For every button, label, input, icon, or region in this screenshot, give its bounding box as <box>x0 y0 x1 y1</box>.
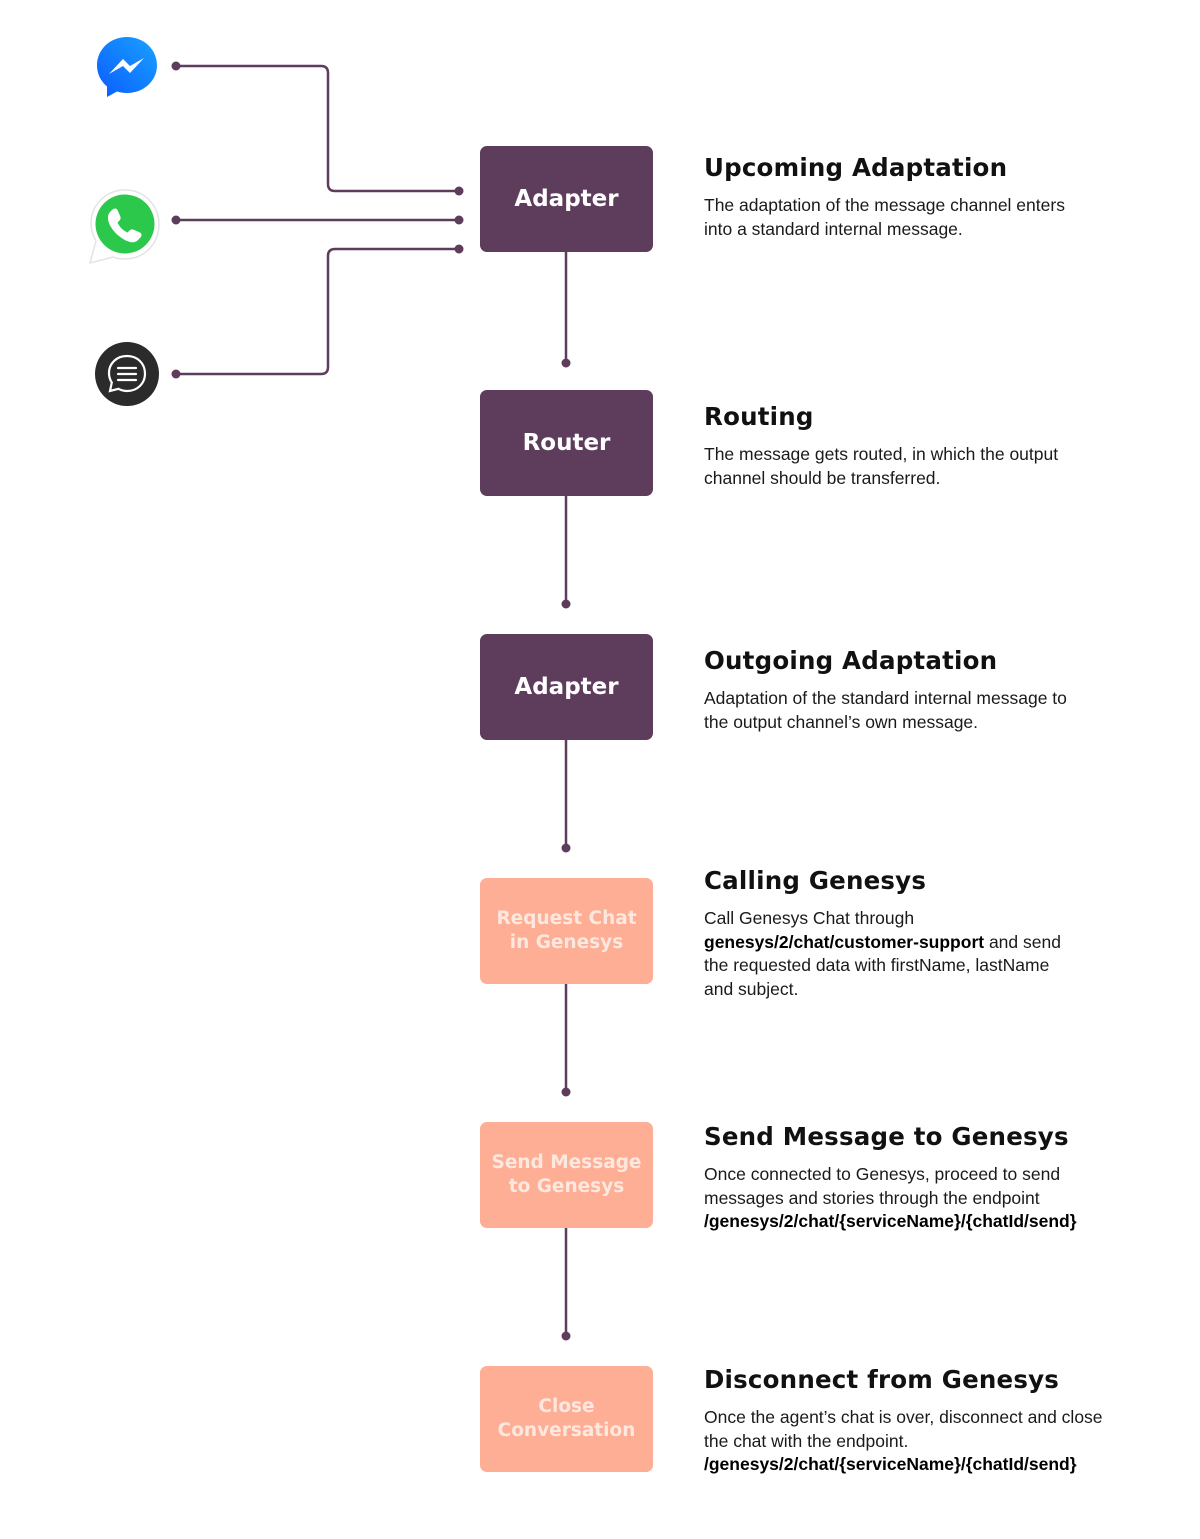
send-message-box: Send Message to Genesys <box>480 1122 653 1228</box>
step-title: Routing <box>704 402 814 431</box>
step-text: The message gets routed, in which the ou… <box>704 444 1059 488</box>
connector-dot <box>454 215 464 225</box>
connector-dot <box>561 599 571 609</box>
step-box-label: Request Chat in Genesys <box>496 908 637 953</box>
step-text-part: Once the agent’s chat is over, disconnec… <box>704 1407 1103 1451</box>
request-chat-box: Request Chat in Genesys <box>480 878 653 984</box>
step-text: Once the agent’s chat is over, disconnec… <box>704 1406 1119 1477</box>
step-text: Adaptation of the standard internal mess… <box>704 688 1067 732</box>
step-title: Upcoming Adaptation <box>704 153 1008 182</box>
step-text-part: Call Genesys Chat through <box>704 908 915 928</box>
connector-dot <box>561 358 571 368</box>
step-text-part: and send the requested data with firstNa… <box>704 931 1061 999</box>
whatsapp-icon <box>88 188 160 266</box>
step-description: Send Message to Genesys Once connected t… <box>704 1122 1124 1234</box>
step-text-part: Once connected to Genesys, proceed to se… <box>704 1164 1061 1208</box>
connector-dot <box>561 843 571 853</box>
step-title: Calling Genesys <box>704 866 927 895</box>
step-text: Once connected to Genesys, proceed to se… <box>704 1163 1084 1234</box>
step-description: Disconnect from Genesys Once the agent’s… <box>704 1365 1124 1477</box>
adapter-outgoing-box: Adapter <box>480 634 653 740</box>
connector-chat <box>176 247 459 376</box>
close-conversation-box: Close Conversation <box>480 1366 653 1472</box>
step-box-label: Close Conversation <box>497 1396 636 1441</box>
connector-dot <box>171 215 181 225</box>
router-box: Router <box>480 390 653 496</box>
step-text: The adaptation of the message channel en… <box>704 195 1065 239</box>
step-text: Call Genesys Chat through genesys/2/chat… <box>704 907 1074 1001</box>
step-description: Upcoming Adaptation The adaptation of th… <box>704 153 1124 241</box>
step-description: Outgoing Adaptation Adaptation of the st… <box>704 646 1124 734</box>
connector-dot <box>561 1331 571 1341</box>
endpoint-text: /genesys/2/chat/{serviceName}/{chatId/se… <box>704 1211 1077 1231</box>
adapter-incoming-box: Adapter <box>480 146 653 252</box>
step-box-label: Adapter <box>514 186 619 212</box>
connector-dot <box>171 61 181 71</box>
step-box-label: Router <box>522 430 611 456</box>
step-title: Outgoing Adaptation <box>704 646 998 675</box>
endpoint-text: /genesys/2/chat/{serviceName}/{chatId/se… <box>704 1454 1077 1474</box>
connector-dot <box>454 244 464 254</box>
connector-dot <box>454 186 464 196</box>
step-box-label: Send Message to Genesys <box>491 1152 642 1197</box>
messenger-icon <box>94 34 160 100</box>
step-box-label: Adapter <box>514 674 619 700</box>
step-title: Disconnect from Genesys <box>704 1365 1060 1394</box>
connector-dot <box>561 1087 571 1097</box>
step-description: Calling Genesys Call Genesys Chat throug… <box>704 866 1124 1001</box>
connector-dot <box>171 369 181 379</box>
step-description: Routing The message gets routed, in whic… <box>704 402 1124 490</box>
endpoint-text: genesys/2/chat/customer-support <box>704 931 985 952</box>
step-title: Send Message to Genesys <box>704 1122 1069 1151</box>
connector-messenger <box>176 64 459 193</box>
chat-bubble-icon <box>94 341 160 407</box>
